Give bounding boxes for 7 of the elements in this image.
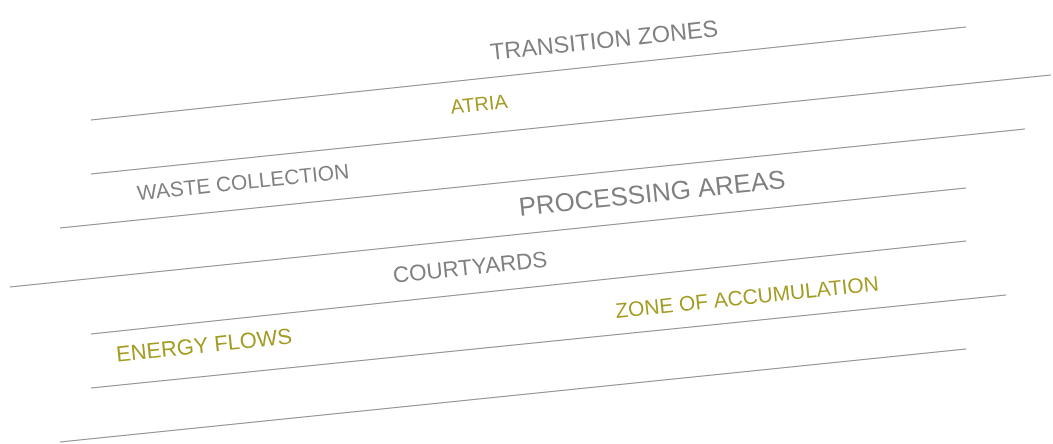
zone-label: TRANSITION ZONES (489, 20, 718, 60)
zone-label: ZONE OF ACCUMULATION (616, 276, 878, 318)
zone-label: PROCESSING AREAS (520, 170, 785, 216)
zone-label: WASTE COLLECTION (136, 163, 349, 200)
zone-label: ENERGY FLOWS (117, 328, 292, 362)
zone-label: ATRIA (451, 94, 509, 114)
zone-label: COURTYARDS (394, 251, 547, 283)
